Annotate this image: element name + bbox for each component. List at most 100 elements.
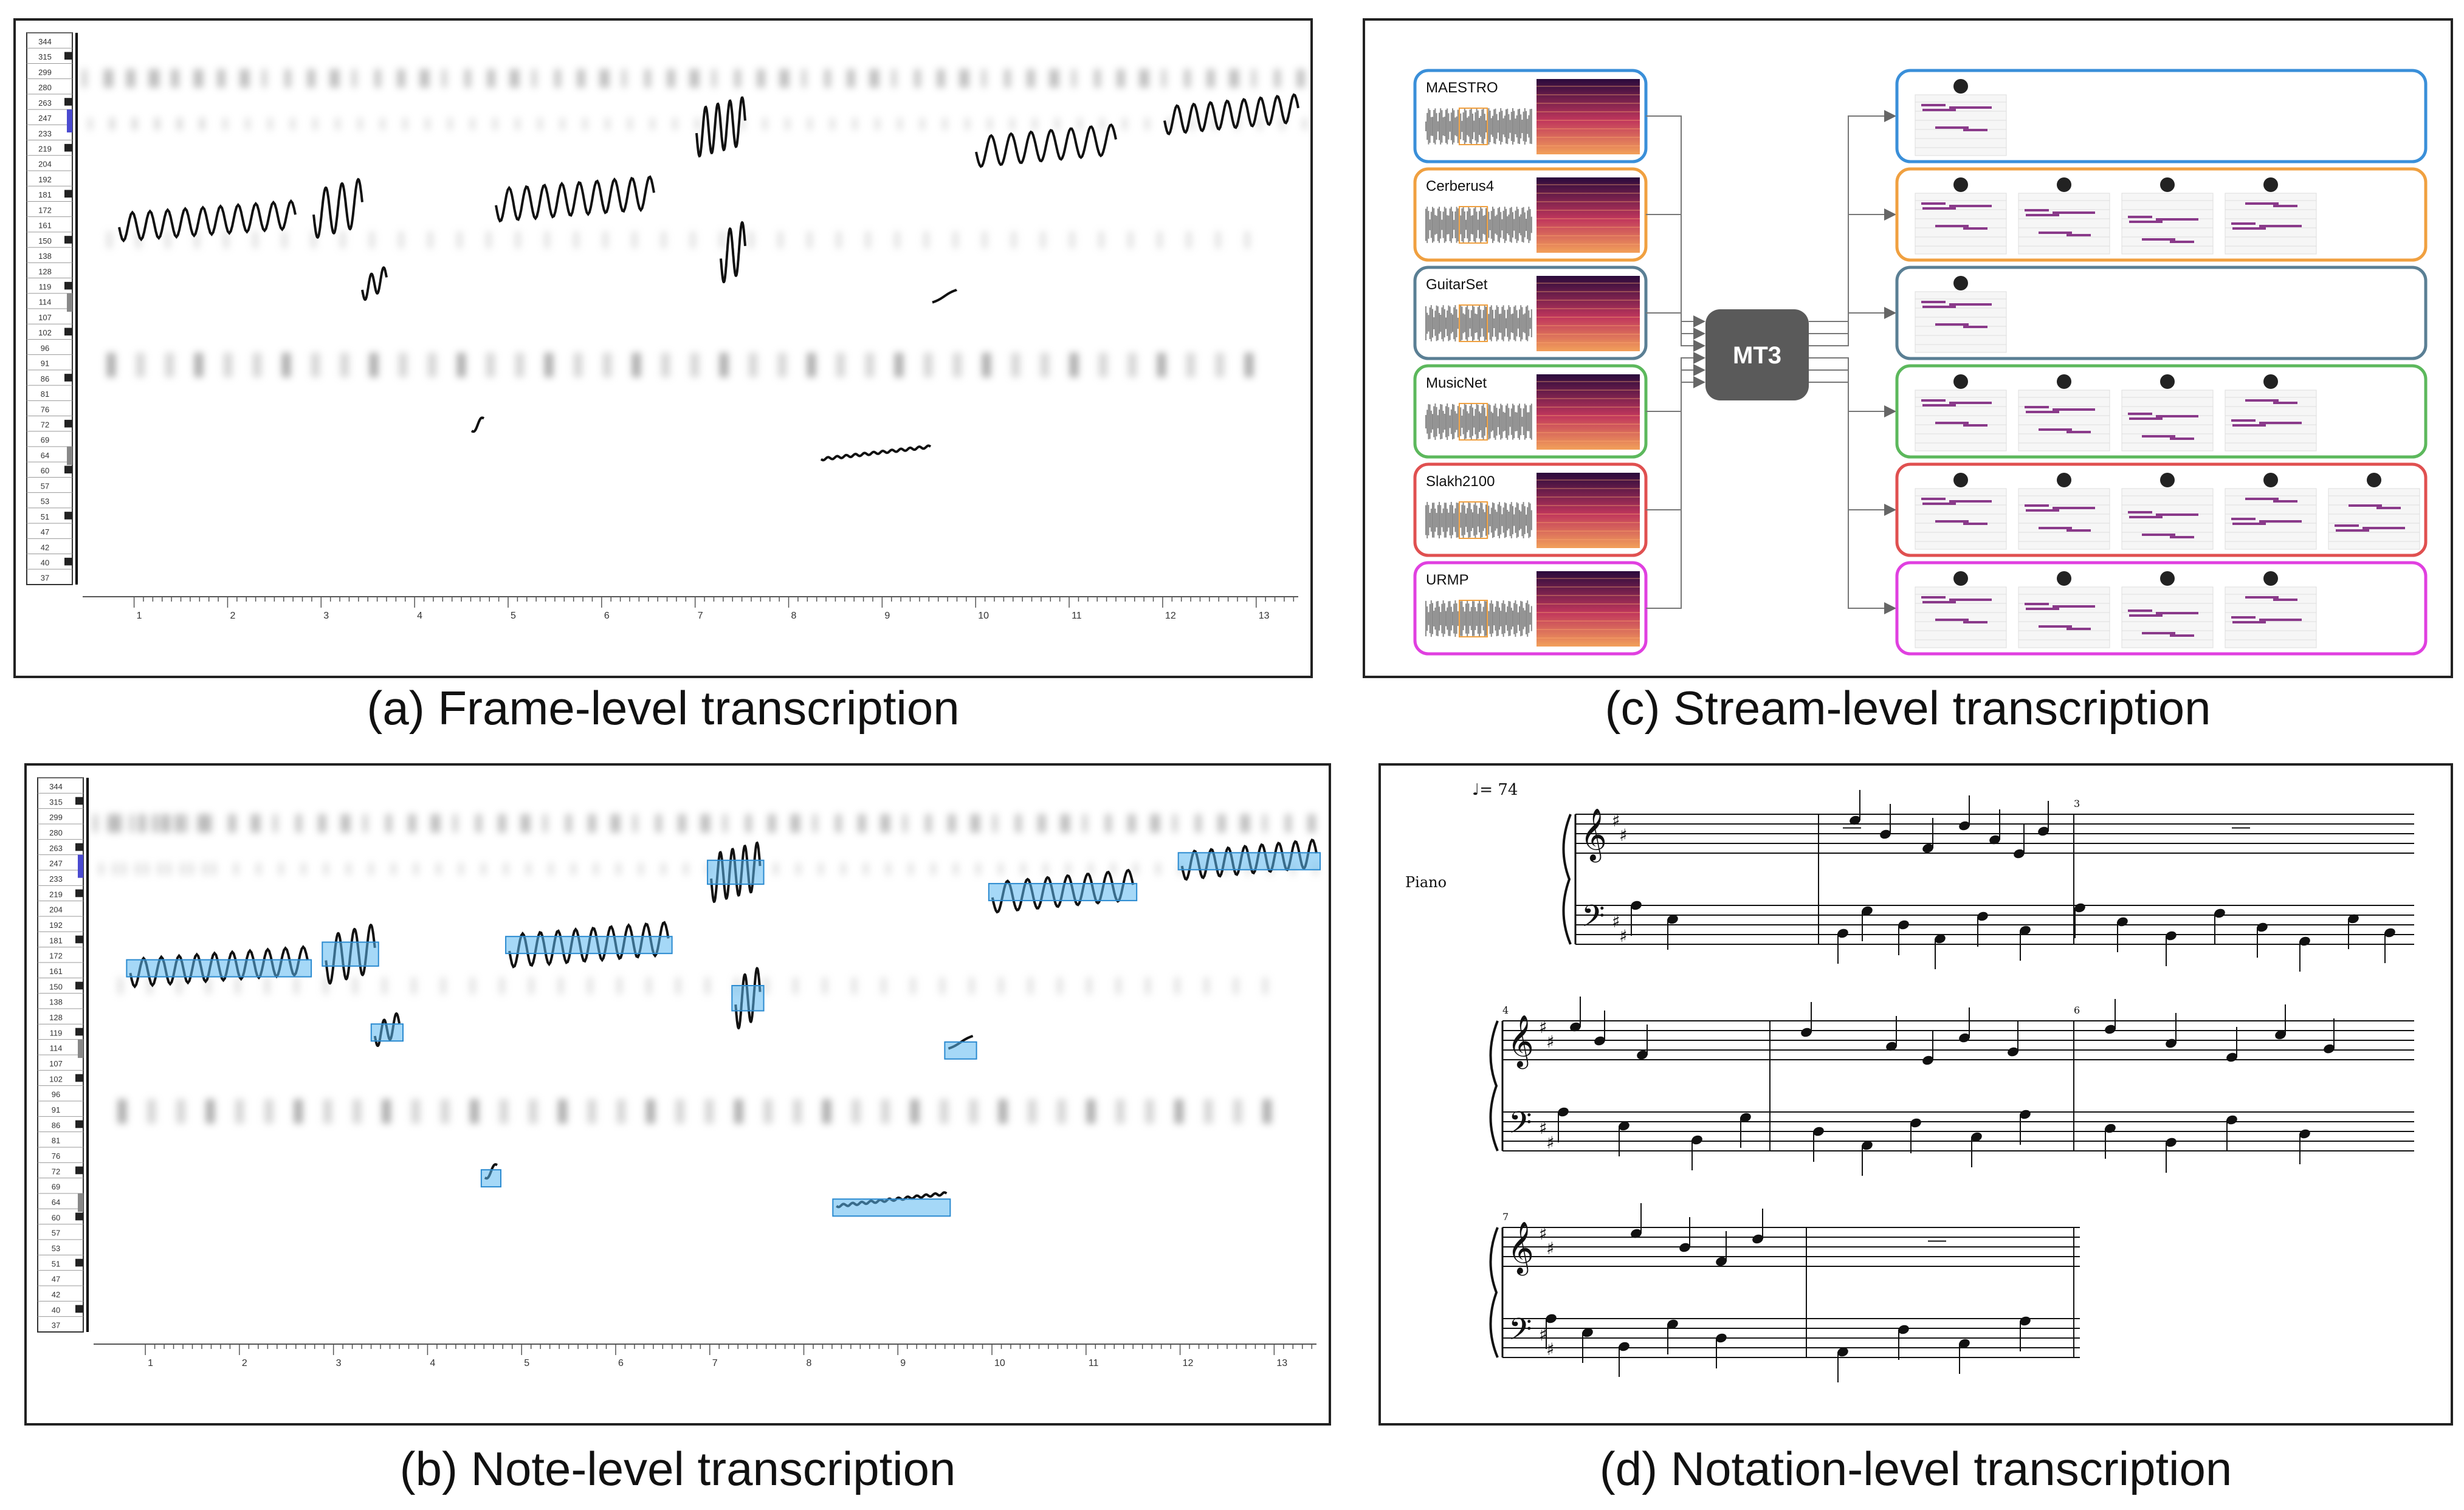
- selection-box: [1459, 206, 1488, 244]
- spectrogram-thumbnail: [1537, 473, 1640, 548]
- haze-blob: [470, 977, 475, 995]
- haze-blob: [555, 69, 560, 88]
- haze-blob: [145, 863, 148, 875]
- mini-note: [2259, 225, 2302, 227]
- brace: [1489, 1020, 1499, 1151]
- haze-blob: [246, 118, 249, 130]
- haze-blob: [336, 118, 339, 130]
- time-tick-label: 8: [807, 1358, 812, 1368]
- pitch-tick-label: 102: [38, 328, 52, 337]
- haze-blob: [1207, 69, 1214, 88]
- haze-blob: [1145, 977, 1151, 995]
- haze-blob: [130, 814, 134, 832]
- time-tick-label: 4: [417, 611, 422, 621]
- haze-blob: [802, 69, 806, 88]
- dataset-card: GuitarSet: [1413, 266, 1648, 360]
- whole-rest: —: [1928, 1230, 1946, 1250]
- notehead: [2384, 928, 2395, 938]
- haze-blob: [375, 69, 380, 88]
- haze-blob: [1146, 118, 1149, 130]
- brace: [1489, 1227, 1499, 1358]
- haze-blob: [628, 118, 631, 130]
- haze-blob: [910, 1099, 920, 1124]
- frame-level-pianoroll: 3443152992802632472332192041921811721611…: [26, 32, 1306, 621]
- trumpet-icon: [2263, 571, 2278, 586]
- drums-icon: [2367, 473, 2381, 487]
- haze-blob: [924, 231, 929, 249]
- waveform-icon: [1425, 502, 1532, 538]
- pitch-tick-label: 119: [39, 282, 52, 291]
- haze-blob: [204, 863, 207, 875]
- mini-note: [2026, 411, 2059, 413]
- haze-blob: [177, 118, 181, 130]
- notehead: [2214, 908, 2225, 918]
- pitch-tick-label: 172: [38, 205, 52, 214]
- pitch-tick-label: 81: [41, 390, 49, 399]
- waveform-icon: [1425, 403, 1532, 440]
- haze-blob: [813, 814, 817, 832]
- notehead: [2299, 936, 2310, 946]
- haze-blob: [577, 69, 585, 88]
- haze-blob: [1128, 352, 1137, 377]
- haze-blob: [504, 863, 508, 875]
- black-key: [75, 1120, 83, 1128]
- haze-blob: [1116, 1099, 1125, 1124]
- mini-note: [2273, 599, 2297, 601]
- black-key: [64, 512, 72, 520]
- haze-blob: [285, 69, 291, 88]
- mini-note: [2053, 408, 2095, 411]
- haze-blob: [825, 69, 830, 88]
- waveform-icon: [1425, 207, 1532, 243]
- haze-blob: [83, 69, 86, 88]
- mini-note: [1935, 422, 1969, 424]
- haze-blob: [786, 118, 789, 130]
- mini-pianoroll: [2018, 586, 2110, 648]
- pitch-tick-label: 47: [52, 1275, 60, 1284]
- haze-blob: [486, 352, 495, 377]
- black-key: [64, 419, 72, 428]
- mini-note: [1963, 129, 1987, 131]
- haze-blob: [1011, 352, 1020, 377]
- black-key: [75, 981, 83, 990]
- pitch-tick-label: 280: [49, 828, 63, 837]
- black-key: [75, 1305, 83, 1313]
- notehead: [1752, 1234, 1763, 1244]
- haze-blob: [662, 863, 665, 875]
- mini-note: [2026, 214, 2059, 216]
- haze-blob: [347, 863, 350, 875]
- haze-blob: [240, 69, 249, 88]
- notehead: [1691, 1135, 1702, 1145]
- haze-blob: [940, 977, 945, 995]
- haze-blob: [940, 1099, 949, 1124]
- pitch-tick-label: 344: [49, 782, 63, 791]
- black-key: [64, 281, 72, 290]
- black-key: [75, 889, 83, 897]
- notehead: [1667, 915, 1678, 924]
- haze-blob: [330, 69, 339, 88]
- notehead: [1619, 1121, 1629, 1131]
- mini-note: [2128, 609, 2152, 612]
- mini-pianoroll: [2328, 488, 2420, 550]
- notehead: [1935, 934, 1946, 944]
- notehead: [2074, 903, 2085, 913]
- haze-blob: [459, 863, 463, 875]
- notehead: [2166, 1038, 2177, 1048]
- pitch-tick-label: 107: [49, 1059, 63, 1068]
- haze-blob: [1196, 814, 1201, 832]
- mini-note: [2067, 234, 2091, 236]
- black-key: [64, 465, 72, 474]
- haze-blob: [190, 863, 193, 875]
- haze-blob: [457, 352, 466, 377]
- pitch-tick-label: 192: [49, 921, 63, 930]
- haze-blob: [155, 118, 158, 130]
- haze-blob: [1106, 814, 1111, 832]
- selection-box: [1459, 403, 1488, 441]
- haze-blob: [549, 863, 552, 875]
- notehead: [1740, 1113, 1751, 1122]
- haze-blob: [982, 231, 987, 249]
- pitch-tick-label: 299: [49, 813, 63, 822]
- dataset-card: URMP: [1413, 561, 1648, 656]
- mini-note: [2142, 534, 2175, 536]
- dataset-name: GuitarSet: [1426, 276, 1488, 293]
